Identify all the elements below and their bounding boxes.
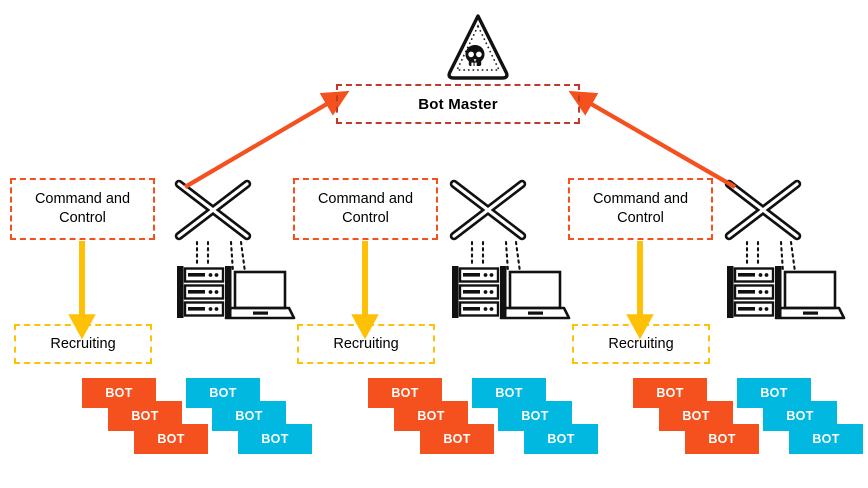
command-and-control-box-3[interactable]: Command and Control: [568, 178, 713, 240]
bot-tile[interactable]: BOT: [472, 378, 546, 408]
skull-warning-triangle-icon: [447, 14, 509, 80]
command-and-control-label-2: Command and Control: [317, 190, 414, 226]
network-node-3: [727, 184, 844, 318]
network-node-1: [177, 184, 294, 318]
recruiting-label-3: Recruiting: [608, 336, 674, 352]
command-and-control-box-1[interactable]: Command and Control: [10, 178, 155, 240]
left-uplink-arrow: [183, 90, 350, 189]
command-and-control-label-3: Command and Control: [592, 190, 689, 226]
right-uplink-arrow: [568, 90, 737, 189]
bot-tile[interactable]: BOT: [186, 378, 260, 408]
command-and-control-label-1: Command and Control: [34, 190, 131, 226]
recruiting-box-2[interactable]: Recruiting: [297, 324, 435, 364]
bot-tile[interactable]: BOT: [737, 378, 811, 408]
bot-tile[interactable]: BOT: [368, 378, 442, 408]
bot-master-label: Bot Master: [418, 95, 498, 113]
recruiting-label-2: Recruiting: [333, 336, 399, 352]
command-and-control-box-2[interactable]: Command and Control: [293, 178, 438, 240]
recruiting-box-1[interactable]: Recruiting: [14, 324, 152, 364]
bot-tile[interactable]: BOT: [633, 378, 707, 408]
recruiting-box-3[interactable]: Recruiting: [572, 324, 710, 364]
bot-tile[interactable]: BOT: [82, 378, 156, 408]
recruiting-label-1: Recruiting: [50, 336, 116, 352]
bot-master-box[interactable]: Bot Master: [336, 84, 580, 124]
network-node-2: [452, 184, 569, 318]
